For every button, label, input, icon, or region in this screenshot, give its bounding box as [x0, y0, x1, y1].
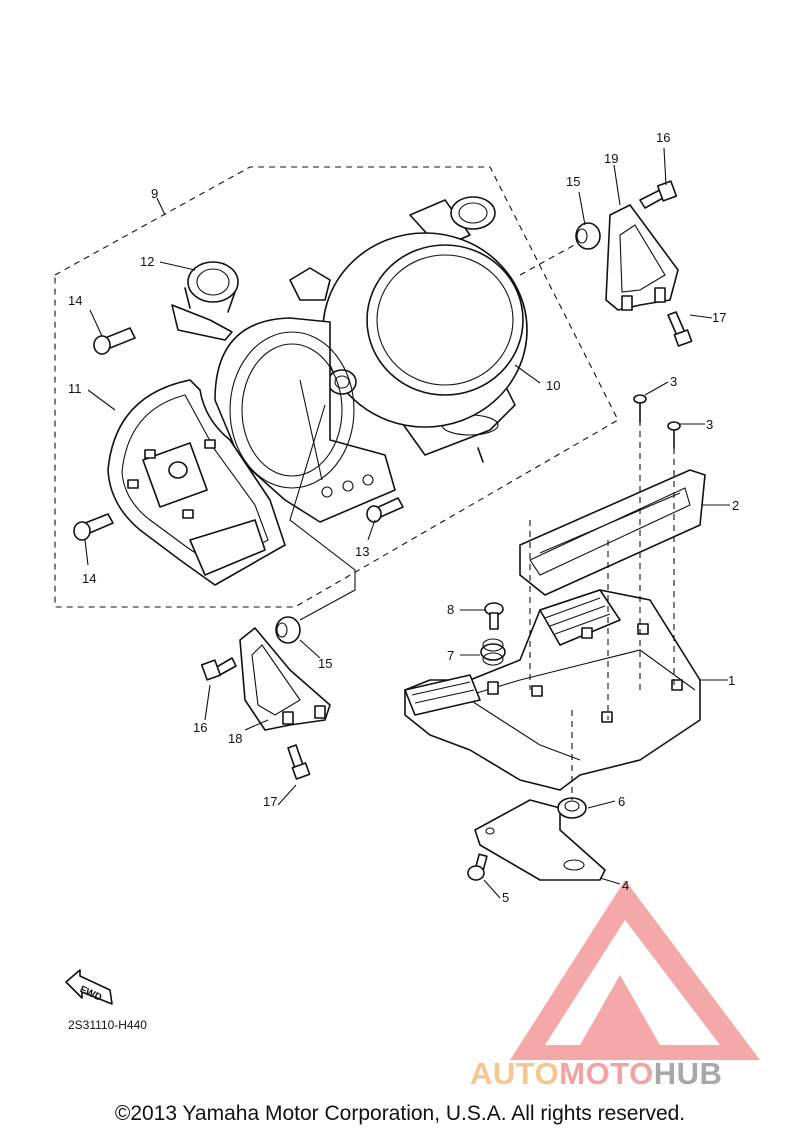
stay-bracket-4: [474, 799, 606, 881]
callout-18: 18: [228, 731, 242, 746]
meter-body: [214, 267, 396, 523]
meter-housing: [322, 196, 528, 463]
grommet-15-left: [275, 616, 301, 644]
copyright-notice: ©2013 Yamaha Motor Corporation, U.S.A. A…: [114, 1102, 686, 1125]
grommet-15-right: [575, 222, 601, 250]
damper-7: [480, 638, 506, 666]
callout-3b: 3: [706, 417, 713, 432]
screw-13: [366, 497, 404, 523]
callout-14a: 14: [68, 293, 82, 308]
bolt-17-right: [667, 311, 693, 347]
meter-tray: [404, 589, 701, 791]
screw-14-bottom: [73, 513, 114, 541]
watermark-logo: [510, 880, 760, 1060]
fwd-arrow-icon: FWD: [65, 969, 113, 1005]
callout-5: 5: [502, 890, 509, 905]
drawing-code: 2S31110-H440: [68, 1018, 147, 1032]
watermark-part-3: HUB: [653, 1056, 723, 1091]
callout-13: 13: [355, 544, 369, 559]
screw-3-a: [633, 394, 647, 423]
watermark-part-1: AUTO: [470, 1056, 560, 1091]
watermark-text: AUTOMOTOHUB: [470, 1056, 722, 1092]
callout-16a: 16: [193, 720, 207, 735]
screw-8: [484, 602, 504, 630]
callout-6: 6: [618, 794, 625, 809]
assembly-boundary: [54, 166, 619, 608]
callout-14b: 14: [82, 571, 96, 586]
callout-8: 8: [447, 602, 454, 617]
callout-7: 7: [447, 648, 454, 663]
callout-12: 12: [140, 254, 154, 269]
leader-lines: [84, 147, 730, 899]
screw-14-top: [93, 327, 136, 355]
bolt-16-right: [639, 180, 678, 209]
callout-19: 19: [604, 151, 618, 166]
damper-6: [557, 797, 587, 819]
callout-11: 11: [68, 381, 82, 396]
bracket-18: [239, 627, 331, 731]
callout-3a: 3: [670, 374, 677, 389]
bulb-socket: [171, 261, 239, 341]
bolt-16-left: [200, 657, 237, 681]
assembly-guides: [289, 242, 675, 800]
callout-9: 9: [151, 186, 158, 201]
callout-numbers: 1 2 3 3 4 5 6 7 8 9 10 11 12 13 14 14 15…: [68, 130, 739, 905]
bolt-5: [467, 853, 488, 881]
callout-2: 2: [732, 498, 739, 513]
callout-17a: 17: [712, 310, 726, 325]
callout-15a: 15: [566, 174, 580, 189]
callout-1: 1: [728, 673, 735, 688]
callout-16b: 16: [656, 130, 670, 145]
callout-10: 10: [546, 378, 560, 393]
bolt-17-left: [287, 744, 311, 780]
meter-cover: [519, 469, 706, 596]
meter-base: [107, 379, 286, 586]
bracket-19: [605, 204, 679, 311]
watermark-part-2: MOTO: [559, 1056, 654, 1091]
callout-17b: 17: [263, 794, 277, 809]
callout-4: 4: [622, 878, 629, 893]
callout-15b: 15: [318, 656, 332, 671]
screw-3-b: [667, 421, 681, 449]
